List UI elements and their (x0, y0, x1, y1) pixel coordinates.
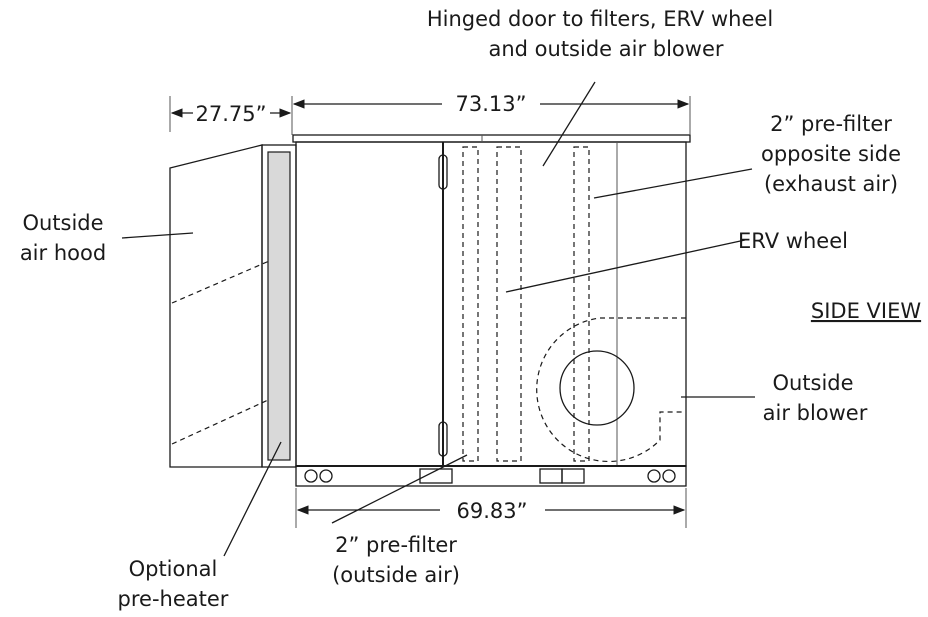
lifting-hole-2 (319, 469, 333, 483)
label-erv-wheel: ERV wheel (738, 229, 848, 253)
leader-erv-wheel (505, 239, 746, 293)
base-rail (295, 465, 687, 487)
lifting-hole-3 (647, 469, 661, 483)
dimension-top-length: 73.13” (291, 92, 691, 135)
door-hinge-bottom (438, 421, 448, 457)
erv-wheel (496, 146, 522, 462)
outside-air-blower (536, 317, 686, 463)
optional-pre-heater (261, 144, 297, 468)
unit-cabinet (292, 134, 691, 467)
leader-prefilter-exhaust (593, 168, 753, 199)
label-outside-air-hood-line2: air hood (20, 241, 106, 265)
base-length-value: 69.83” (457, 499, 528, 523)
label-side-view: SIDE VIEW (811, 299, 921, 323)
label-prefilter-opposite-line1: 2” pre-filter (770, 112, 892, 136)
hood-depth-value: 27.75” (196, 102, 267, 126)
top-length-value: 73.13” (456, 92, 527, 116)
leader-prefilter-outside (331, 454, 468, 524)
label-optional-preheater-line2: pre-heater (118, 587, 229, 611)
label-prefilter-opposite-line3: (exhaust air) (764, 172, 898, 196)
prefilter-exhaust-air (573, 146, 590, 462)
label-outside-air-hood-line1: Outside (22, 211, 103, 235)
leader-optional-preheater (223, 441, 282, 557)
label-outside-air-blower-line2: air blower (763, 401, 868, 425)
door-hinge-top (438, 154, 448, 190)
label-prefilter-outside-line1: 2” pre-filter (335, 533, 457, 557)
label-hinged-door-line2: and outside air blower (488, 37, 723, 61)
leader-hinged-door (542, 81, 596, 167)
lifting-hole-4 (662, 469, 676, 483)
fork-slot-3 (561, 468, 585, 484)
label-optional-preheater-line1: Optional (129, 557, 218, 581)
label-prefilter-outside-line2: (outside air) (332, 563, 460, 587)
fork-slot-2 (539, 468, 563, 484)
label-hinged-door-line1: Hinged door to filters, ERV wheel (427, 7, 773, 31)
dimension-base-length: 69.83” (295, 488, 687, 528)
dimension-hood-depth: 27.75” (169, 96, 293, 132)
fork-slot-1 (419, 468, 453, 484)
prefilter-outside-air (462, 146, 479, 462)
label-prefilter-opposite-line2: opposite side (761, 142, 901, 166)
label-outside-air-blower-line1: Outside (772, 371, 853, 395)
leader-outside-air-hood (121, 232, 194, 239)
lifting-hole-1 (304, 469, 318, 483)
leader-lines (121, 81, 755, 557)
